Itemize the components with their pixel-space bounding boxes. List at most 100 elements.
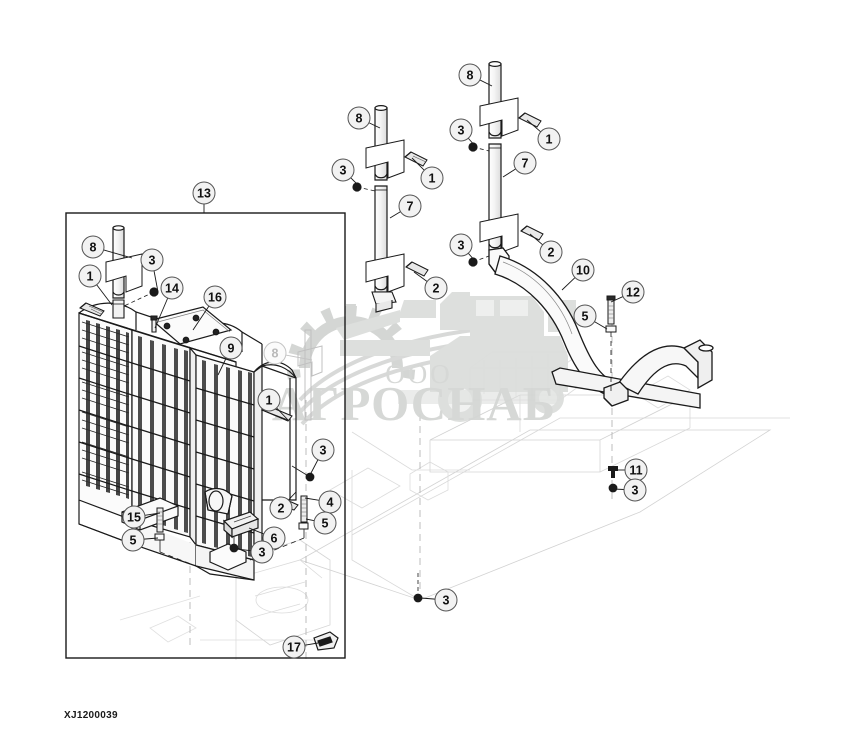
callout-12[interactable]: 12 bbox=[610, 280, 645, 304]
callout-number: 2 bbox=[278, 502, 285, 516]
callout-2[interactable]: 2 bbox=[413, 271, 448, 300]
callout-leader bbox=[288, 491, 297, 501]
callout-17[interactable]: 17 bbox=[282, 635, 319, 659]
callout-bubble[interactable] bbox=[269, 496, 293, 520]
callout-bubble[interactable] bbox=[160, 276, 184, 300]
callout-leader bbox=[144, 512, 161, 516]
callout-3[interactable]: 3 bbox=[309, 438, 335, 476]
callout-leader bbox=[467, 252, 477, 263]
callout-number: 5 bbox=[582, 310, 589, 324]
callout-bubble[interactable] bbox=[449, 118, 473, 142]
callout-leader bbox=[304, 642, 319, 646]
callout-8[interactable]: 8 bbox=[347, 106, 381, 130]
callout-bubble[interactable] bbox=[424, 276, 448, 300]
callout-bubble[interactable] bbox=[623, 478, 647, 502]
callout-7[interactable]: 7 bbox=[389, 194, 422, 219]
callout-leader bbox=[420, 597, 436, 600]
watermark-prefix: ООО bbox=[385, 359, 453, 389]
washer-5-right bbox=[298, 522, 309, 530]
callout-10[interactable]: 10 bbox=[561, 258, 595, 291]
callout-number: 13 bbox=[197, 187, 211, 201]
callout-bubble[interactable] bbox=[282, 635, 306, 659]
callout-8[interactable]: 8 bbox=[458, 63, 493, 87]
callout-bubble[interactable] bbox=[250, 540, 274, 564]
callout-bubble[interactable] bbox=[537, 127, 561, 151]
callout-bubble[interactable] bbox=[192, 181, 216, 205]
mounting-plate-16 bbox=[150, 306, 233, 345]
stud-15 bbox=[156, 507, 164, 533]
callout-2[interactable]: 2 bbox=[269, 491, 297, 520]
callout-3[interactable]: 3 bbox=[235, 540, 274, 564]
callout-bubble[interactable] bbox=[398, 194, 422, 218]
callout-leader bbox=[217, 357, 227, 376]
callout-number: 2 bbox=[433, 282, 440, 296]
callout-8[interactable]: 8 bbox=[81, 235, 133, 259]
callout-bubble[interactable] bbox=[78, 264, 102, 288]
callout-5[interactable]: 5 bbox=[305, 511, 337, 535]
callout-number: 16 bbox=[208, 291, 222, 305]
callout-bubble[interactable] bbox=[121, 528, 145, 552]
callout-1[interactable]: 1 bbox=[411, 157, 444, 190]
callout-leader bbox=[285, 354, 313, 361]
callout-bubble[interactable] bbox=[449, 233, 473, 257]
callout-bubble[interactable] bbox=[513, 151, 537, 175]
callout-leader bbox=[192, 305, 210, 331]
callout-leader bbox=[411, 157, 425, 171]
callout-3[interactable]: 3 bbox=[449, 118, 477, 148]
callout-15[interactable]: 15 bbox=[122, 505, 161, 529]
callout-1[interactable]: 1 bbox=[257, 388, 289, 421]
callout-13[interactable]: 13 bbox=[192, 181, 216, 213]
nut-3-clamp bbox=[229, 543, 239, 553]
nut-3-right bbox=[608, 483, 618, 493]
callout-bubble[interactable] bbox=[331, 158, 355, 182]
callout-bubble[interactable] bbox=[313, 511, 337, 535]
callout-bubble[interactable] bbox=[621, 280, 645, 304]
callout-leader bbox=[309, 459, 319, 476]
callout-leader bbox=[96, 284, 113, 306]
callout-number: 3 bbox=[458, 124, 465, 138]
callout-3[interactable]: 3 bbox=[331, 158, 361, 188]
callout-leader bbox=[467, 137, 477, 148]
callout-3[interactable]: 3 bbox=[449, 233, 477, 263]
callout-8[interactable]: 8 bbox=[263, 341, 313, 365]
callout-leader bbox=[305, 518, 315, 522]
callout-9[interactable]: 9 bbox=[217, 336, 243, 376]
callout-bubble[interactable] bbox=[203, 285, 227, 309]
callout-1[interactable]: 1 bbox=[78, 264, 113, 306]
callout-4[interactable]: 4 bbox=[304, 490, 342, 514]
callout-3[interactable]: 3 bbox=[140, 248, 164, 293]
callout-3[interactable]: 3 bbox=[420, 588, 458, 612]
callout-16[interactable]: 16 bbox=[192, 285, 227, 331]
callout-bubble[interactable] bbox=[539, 240, 563, 264]
callout-number: 8 bbox=[272, 347, 279, 361]
callout-bubble[interactable] bbox=[311, 438, 335, 462]
callout-bubble[interactable] bbox=[219, 336, 243, 360]
bolt-2-post1 bbox=[405, 261, 429, 277]
callout-bubble[interactable] bbox=[122, 505, 146, 529]
callout-leader bbox=[154, 297, 169, 329]
callout-2[interactable]: 2 bbox=[529, 233, 563, 264]
callout-bubble[interactable] bbox=[420, 166, 444, 190]
callout-bubble[interactable] bbox=[263, 341, 287, 365]
callout-leader bbox=[368, 122, 381, 129]
callout-bubble[interactable] bbox=[257, 388, 281, 412]
callout-5[interactable]: 5 bbox=[121, 528, 159, 552]
callout-3[interactable]: 3 bbox=[612, 478, 647, 502]
callout-5[interactable]: 5 bbox=[573, 304, 608, 330]
callout-bubble[interactable] bbox=[571, 258, 595, 282]
callout-11[interactable]: 11 bbox=[613, 458, 648, 482]
callout-bubble[interactable] bbox=[458, 63, 482, 87]
callout-bubble[interactable] bbox=[347, 106, 371, 130]
callout-bubble[interactable] bbox=[81, 235, 105, 259]
clip-17 bbox=[313, 631, 339, 651]
callout-bubble[interactable] bbox=[434, 588, 458, 612]
callout-leader bbox=[502, 168, 516, 178]
callout-number: 1 bbox=[546, 133, 553, 147]
callout-1[interactable]: 1 bbox=[526, 119, 561, 151]
callout-bubble[interactable] bbox=[140, 248, 164, 272]
callout-7[interactable]: 7 bbox=[502, 151, 537, 178]
callout-bubble[interactable] bbox=[573, 304, 597, 328]
callout-14[interactable]: 14 bbox=[154, 276, 184, 329]
callout-number: 7 bbox=[407, 200, 414, 214]
